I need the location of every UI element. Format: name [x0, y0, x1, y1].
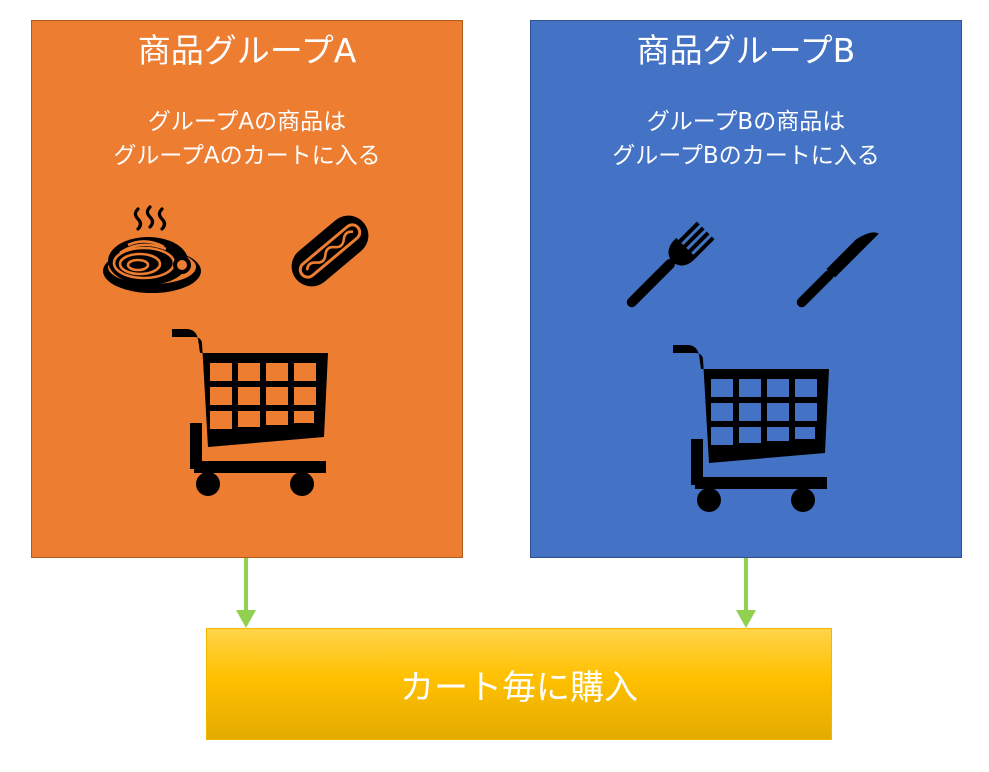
- group-a-title: 商品グループA: [137, 31, 357, 70]
- group-a-description: グループAの商品は グループAのカートに入る: [32, 105, 462, 173]
- group-b-desc-line2: グループBのカートに入る: [612, 143, 880, 169]
- product-group-b: 商品グループB グループBの商品は グループBのカートに入る: [530, 20, 962, 558]
- group-a-desc-line2: グループAのカートに入る: [113, 143, 381, 169]
- fork-icon: [626, 219, 715, 308]
- pasta-icon: [103, 205, 201, 293]
- group-b-desc-line1: グループBの商品は: [646, 109, 846, 135]
- arrow-a-to-purchase: [236, 558, 256, 628]
- shopping-cart-icon: [673, 345, 829, 512]
- group-b-title: 商品グループB: [636, 31, 856, 70]
- arrow-b-to-purchase: [736, 558, 756, 628]
- group-b-description: グループBの商品は グループBのカートに入る: [531, 105, 961, 173]
- purchase-label: カート毎に購入: [400, 667, 638, 708]
- group-a-desc-line1: グループAの商品は: [147, 109, 347, 135]
- product-group-a: 商品グループA グループAの商品は グループAのカートに入る: [31, 20, 463, 558]
- shopping-cart-icon: [172, 329, 328, 496]
- knife-icon: [796, 232, 879, 308]
- purchase-per-cart-box: カート毎に購入: [206, 628, 832, 740]
- hotdog-icon: [291, 215, 369, 287]
